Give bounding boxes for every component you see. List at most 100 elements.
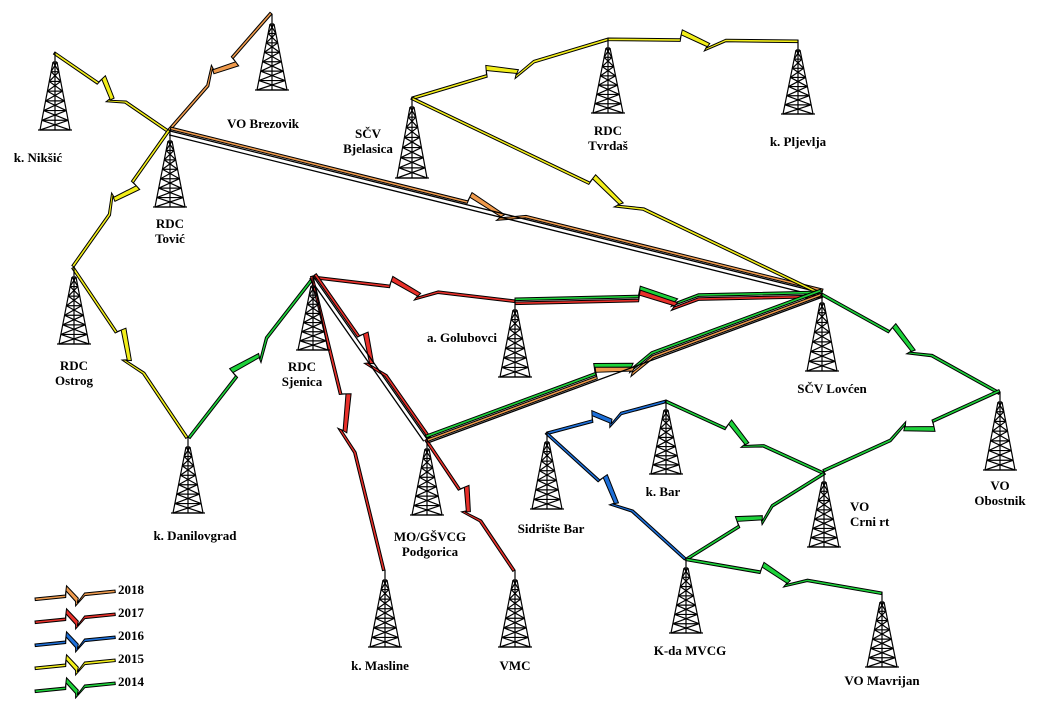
sjenica-tower-icon	[296, 276, 330, 351]
legend-label: 2016	[118, 628, 145, 643]
link-obostnik-crnirt	[822, 388, 1001, 473]
link-sjenica-podgorica	[309, 273, 431, 442]
brezovik-tower-icon	[255, 14, 289, 91]
link-sjenica-golubovci	[312, 275, 516, 304]
pljevlja-tower-icon	[781, 40, 815, 115]
link-ostrog-danilovgrad	[71, 266, 189, 440]
towers-layer	[38, 14, 1017, 668]
masline-tower-icon	[368, 570, 402, 648]
link-bjelasica-tvrdas	[411, 37, 610, 101]
node-label-mavrijan: VO Mavrijan	[844, 673, 920, 688]
node-label-line: k. Danilovgrad	[153, 528, 237, 543]
legend-bolt-2015	[34, 653, 116, 677]
node-label-kdamvcg: K-da MVCG	[654, 643, 727, 658]
node-label-line: VMC	[499, 658, 530, 673]
legend-label: 2015	[118, 651, 145, 666]
obostnik-tower-icon	[983, 392, 1017, 471]
link-bolt-2015	[411, 37, 610, 101]
node-label-sidriste: Sidrište Bar	[518, 521, 585, 536]
node-label-masline: k. Masline	[351, 658, 409, 673]
link-tvrdas-pljevlja	[607, 29, 799, 53]
link-bolt-2017	[312, 275, 516, 304]
legend-bolt-2018	[34, 584, 116, 608]
link-lovcen-obostnik	[820, 292, 1001, 395]
crnirt-tower-icon	[807, 472, 841, 548]
link-brezovik-tovic	[167, 11, 273, 132]
node-label-line: k. Pljevlja	[770, 134, 827, 149]
node-label-line: k. Bar	[646, 484, 681, 499]
legend-item-2017: 2017	[34, 605, 145, 631]
node-label-line: Bjelasica	[343, 141, 393, 156]
legend-item-2018: 2018	[34, 582, 145, 608]
node-label-vmc: VMC	[499, 658, 530, 673]
legend-label: 2014	[118, 674, 145, 689]
node-label-golubovci: a. Golubovci	[427, 330, 497, 345]
link-bolt-2016	[546, 399, 668, 436]
link-bolt-2018	[169, 126, 824, 293]
node-label-line: VO Brezovik	[227, 116, 300, 131]
link-bolt-2015	[71, 266, 189, 440]
legend-item-2016: 2016	[34, 628, 145, 654]
link-sidriste-kdamvcg	[544, 431, 687, 561]
link-tovic-lovcen	[168, 126, 824, 298]
node-label-line: k. Nikšić	[14, 150, 63, 165]
node-label-line: Tvrdaš	[588, 138, 628, 153]
node-label-line: a. Golubovci	[427, 330, 497, 345]
node-label-brezovik: VO Brezovik	[227, 116, 300, 131]
link-bolt-2014	[187, 275, 316, 440]
node-label-line: VO	[990, 478, 1009, 493]
link-bolt-2014	[822, 388, 1001, 473]
link-danilovgrad-sjenica	[187, 275, 316, 440]
link-bolt-2015	[52, 51, 171, 134]
node-label-line: Podgorica	[402, 544, 459, 559]
bjelasica-tower-icon	[395, 97, 429, 179]
link-podgorica-vmc	[424, 438, 516, 573]
tovic-tower-icon	[153, 131, 187, 208]
link-bolt-2014	[685, 557, 883, 596]
node-label-line: k. Masline	[351, 658, 409, 673]
link-bolt-2015	[71, 128, 171, 268]
mavrijan-tower-icon	[865, 592, 899, 668]
legend-item-2014: 2014	[34, 674, 145, 700]
node-label-line: VO Mavrijan	[844, 673, 920, 688]
lovcen-tower-icon	[805, 293, 839, 372]
node-label-line: Sidrište Bar	[518, 521, 585, 536]
node-label-lovcen: SČV Lovćen	[797, 381, 867, 396]
node-label-line: RDC	[156, 216, 184, 231]
link-bolt-2016	[544, 431, 687, 561]
node-label-line: MO/GŠVCG	[394, 529, 466, 544]
node-label-niksic: k. Nikšić	[14, 150, 63, 165]
node-label-bar: k. Bar	[646, 484, 681, 499]
kdamvcg-tower-icon	[669, 558, 703, 634]
link-line	[169, 130, 823, 294]
tvrdas-tower-icon	[591, 38, 625, 114]
podgorica-tower-icon	[410, 439, 444, 516]
sidriste-tower-icon	[530, 432, 564, 510]
link-bolt-2014	[664, 399, 825, 476]
legend-bolt-2014	[34, 676, 116, 700]
node-label-line: VO	[850, 499, 869, 514]
link-kdamvcg-crnirt	[685, 471, 827, 561]
node-label-line: Ostrog	[55, 373, 94, 388]
legend-label: 2017	[118, 605, 145, 620]
ostrog-tower-icon	[57, 267, 91, 345]
link-line	[312, 275, 428, 440]
link-bolt-2014	[424, 288, 823, 439]
link-line	[168, 134, 822, 298]
node-label-line: RDC	[594, 123, 622, 138]
node-label-line: Obostnik	[974, 493, 1026, 508]
link-podgorica-lovcen	[424, 288, 824, 444]
node-label-line: Tović	[155, 231, 185, 246]
link-bolt-2017	[424, 438, 516, 573]
link-bolt-2014	[685, 471, 827, 561]
legend-bolt-2017	[34, 607, 116, 631]
link-bolt-2015	[607, 29, 799, 53]
link-sidriste-bar	[546, 399, 668, 436]
